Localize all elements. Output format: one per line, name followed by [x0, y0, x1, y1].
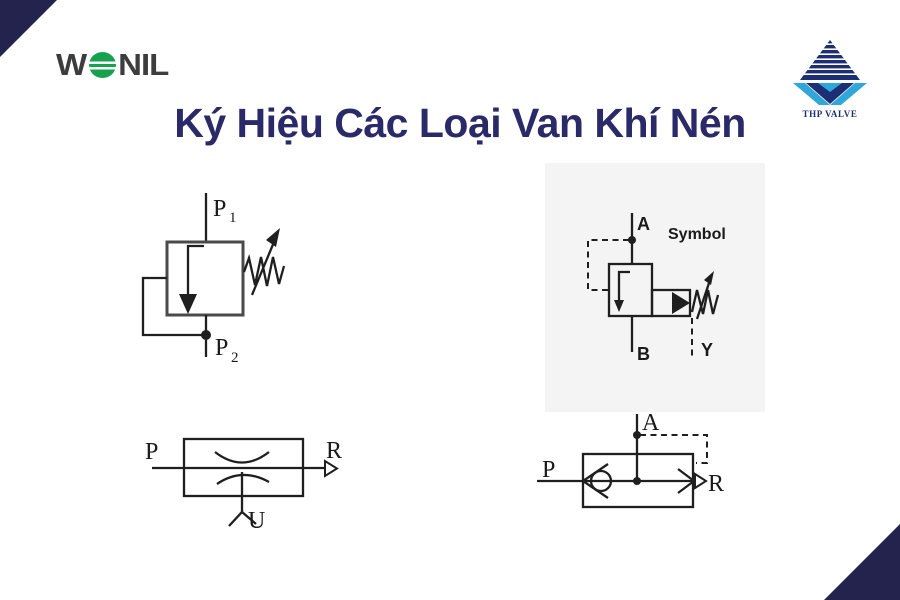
thp-left-wing: [793, 83, 830, 105]
wonil-globe-icon: [89, 52, 117, 78]
relief-junction-dot: [201, 330, 211, 340]
sequence-flow-arrowhead-icon: [614, 300, 624, 312]
throttle-port-u-label: U: [248, 508, 265, 534]
check-pilot-dashed-line: [640, 434, 708, 464]
corner-triangle-bottom-right: [824, 524, 900, 600]
relief-port-p1-label: P: [213, 196, 226, 222]
relief-port-p1-sub: 1: [229, 210, 237, 226]
throttle-port-p-label: P: [145, 439, 158, 465]
check-port-p-label: P: [542, 457, 555, 483]
sequence-spring-icon: [690, 289, 720, 315]
relief-adjust-arrowhead-icon: [266, 228, 280, 247]
sequence-port-b-label: B: [637, 344, 650, 364]
thp-right-wing: [830, 83, 867, 105]
sequence-valve-body: [607, 262, 654, 318]
corner-triangle-top-left: [0, 0, 57, 57]
relief-spring-icon: [242, 253, 286, 287]
thp-inner-cyan-triangle: [818, 83, 842, 92]
relief-valve-diagram: P 1 P 2: [141, 193, 286, 366]
sequence-pilot-dot: [628, 236, 636, 244]
relief-flow-arrowhead-icon: [179, 294, 197, 314]
check-port-r-label: R: [708, 471, 724, 497]
relief-pilot-line: [141, 276, 206, 337]
sequence-valve-panel: [545, 163, 765, 412]
check-port-a-label: A: [642, 410, 660, 436]
check-ball-icon: [589, 469, 613, 493]
throttle-valve-diagram: P R U: [145, 437, 342, 534]
sequence-flow-path: [617, 270, 630, 302]
sequence-port-a-label: A: [637, 214, 650, 234]
sequence-port-y-label: Y: [701, 340, 713, 360]
relief-port-p2-label: P: [215, 335, 228, 361]
wonil-logo-text-w: W: [56, 47, 87, 82]
check-valve-diagram: P R A: [537, 410, 724, 509]
thp-inverted-triangle: [806, 83, 854, 104]
relief-flow-path: [186, 244, 204, 296]
page-title: Ký Hiệu Các Loại Van Khí Nén: [174, 100, 746, 146]
sequence-valve-diagram: A B Y Symbol: [587, 213, 726, 364]
wonil-logo-text-nil: NIL: [118, 47, 169, 82]
relief-port-p2-sub: 2: [231, 350, 239, 366]
relief-valve-body: [165, 240, 245, 317]
sequence-actuator-triangle-icon: [672, 292, 690, 314]
sequence-adjust-arrow-shaft: [695, 279, 712, 320]
check-seat-chevron-icon: [580, 463, 609, 499]
sequence-caption: Symbol: [668, 226, 726, 243]
thp-valve-logo: THP VALVE: [793, 40, 867, 119]
throttle-exhaust-chevron-icon: [228, 510, 257, 527]
relief-adjust-arrow-shaft: [250, 241, 276, 296]
throttle-port-r-label: R: [326, 438, 342, 464]
check-junction-dot: [633, 477, 641, 485]
throttle-open-arrowhead-icon: [324, 459, 339, 478]
check-open-arrowhead-icon: [694, 472, 708, 490]
sequence-adjust-arrowhead-icon: [704, 271, 714, 285]
thp-striped-pyramid: [800, 40, 860, 80]
thp-logo-text: THP VALVE: [802, 109, 857, 119]
sequence-pilot-dashed-line: [587, 239, 629, 291]
throttle-upper-arc: [214, 451, 270, 464]
wonil-logo: W NIL: [56, 47, 169, 82]
check-pilot-dot: [633, 431, 641, 439]
